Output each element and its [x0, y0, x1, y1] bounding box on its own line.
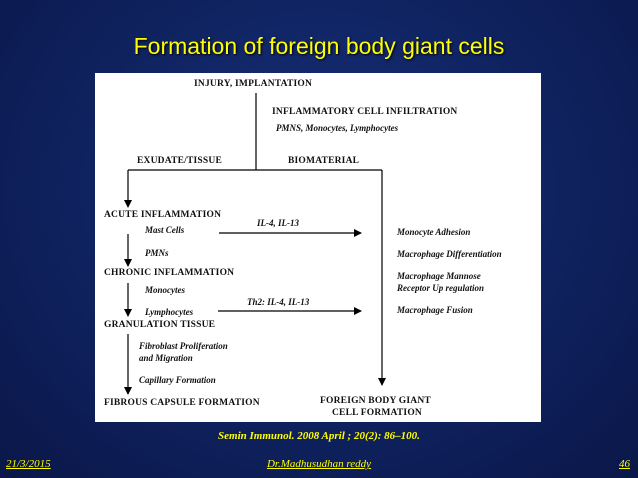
label-fibroblast-2: and Migration [139, 353, 193, 363]
label-biomaterial: BIOMATERIAL [288, 156, 360, 166]
label-capillary: Capillary Formation [139, 375, 216, 385]
footer-date: 21/3/2015 [6, 458, 51, 470]
footer-author: Dr.Madhusudhan reddy [266, 458, 372, 470]
inflammation-flow-diagram: INJURY, IMPLANTATION INFLAMMATORY CELL I… [95, 73, 541, 422]
label-mannose-1: Macrophage Mannose [397, 271, 481, 281]
label-infiltration: INFLAMMATORY CELL INFILTRATION [272, 107, 458, 117]
diagram-lines [124, 93, 386, 395]
label-il4-il13: IL-4, IL-13 [257, 218, 299, 228]
slide-title: Formation of foreign body giant cells [133, 33, 505, 59]
label-monocytes: Monocytes [145, 285, 185, 295]
label-exudate: EXUDATE/TISSUE [137, 156, 222, 166]
label-fibroblast-1: Fibroblast Proliferation [139, 341, 228, 351]
label-injury: INJURY, IMPLANTATION [194, 79, 313, 89]
label-pmns: PMNs [145, 248, 169, 258]
label-macrophage-fusion: Macrophage Fusion [397, 305, 473, 315]
label-granulation: GRANULATION TISSUE [104, 320, 216, 330]
label-fbgc-2: CELL FORMATION [332, 408, 422, 418]
label-monocyte-adhesion: Monocyte Adhesion [397, 227, 471, 237]
footer-page-number: 46 [619, 458, 630, 470]
label-fibrous: FIBROUS CAPSULE FORMATION [104, 398, 260, 408]
citation: Semin Immunol. 2008 April ; 20(2): 86–10… [218, 430, 420, 442]
label-lymphocytes: Lymphocytes [145, 307, 194, 317]
label-chronic: CHRONIC INFLAMMATION [104, 268, 235, 278]
label-fbgc-1: FOREIGN BODY GIANT [320, 396, 431, 406]
label-acute: ACUTE INFLAMMATION [104, 210, 222, 220]
label-macrophage-differentiation: Macrophage Differentiation [397, 249, 502, 259]
label-mannose-2: Receptor Up regulation [397, 283, 484, 293]
label-infiltration-cells: PMNS, Monocytes, Lymphocytes [276, 123, 399, 133]
label-mast-cells: Mast Cells [145, 225, 185, 235]
label-th2: Th2: IL-4, IL-13 [247, 297, 310, 307]
